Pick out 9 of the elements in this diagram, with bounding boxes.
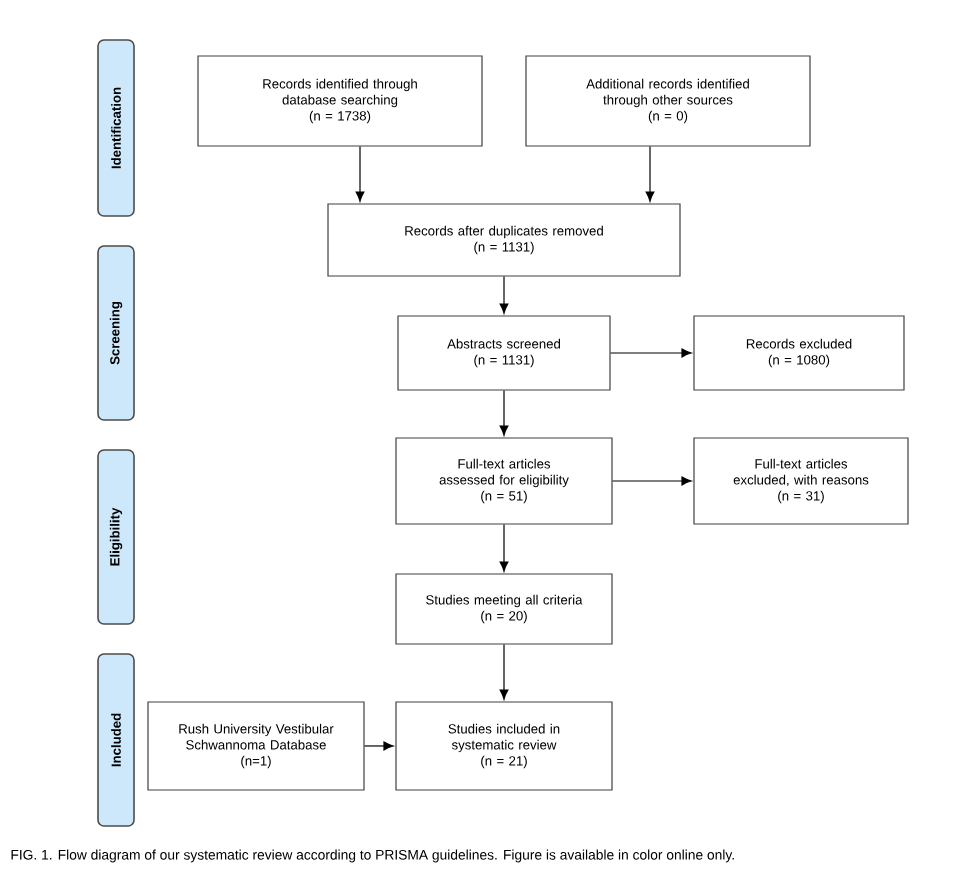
arrow (499, 276, 509, 314)
arrow (645, 146, 655, 202)
arrow (499, 524, 509, 572)
arrow (355, 146, 365, 202)
arrow (612, 476, 692, 486)
arrow (610, 348, 692, 358)
arrow (499, 390, 509, 436)
arrow (499, 644, 509, 700)
arrow (364, 741, 394, 751)
